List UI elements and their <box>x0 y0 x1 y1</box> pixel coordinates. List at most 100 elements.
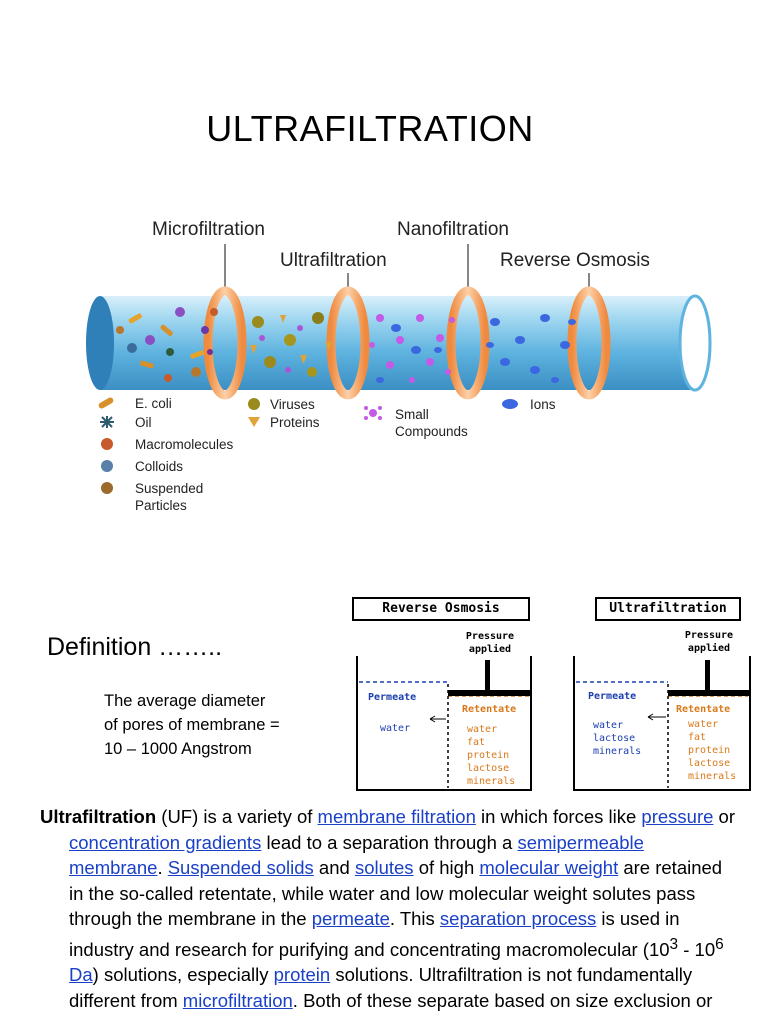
ions-section-3 <box>376 324 442 383</box>
uf-retentate-label: Retentate <box>676 704 731 715</box>
ultrafiltration-label: Ultrafiltration <box>280 250 387 271</box>
proteins-legend-icon <box>248 417 260 427</box>
legend-small-line1: Small <box>395 407 429 422</box>
macromolecules-legend-icon <box>101 438 113 450</box>
ultrafiltration-paragraph: Ultrafiltration (UF) is a variety of mem… <box>40 804 740 1013</box>
uf-retentate-item: fat <box>688 732 707 743</box>
ro-retentate-items: water fat protein lactose minerals <box>467 723 515 788</box>
text-run: . This <box>389 908 440 929</box>
ro-permeate-item: water <box>380 723 411 734</box>
uf-permeate-items: water lactose minerals <box>593 719 641 758</box>
text-run: . <box>157 857 168 878</box>
particles-section-1 <box>116 307 218 382</box>
suspended-particles-legend-icon <box>101 482 113 494</box>
pipe-left-end <box>86 296 114 390</box>
uf-pressure-line2: applied <box>687 643 731 654</box>
link-semipermeable-membrane[interactable]: semipermeable membrane <box>69 831 644 879</box>
link-microfiltration[interactable]: microfiltration <box>182 989 293 1011</box>
ecoli-legend-icon <box>98 397 114 409</box>
ro-retentate-item: minerals <box>467 776 516 787</box>
legend-oil: Oil <box>135 415 152 430</box>
legend-suspended-line1: Suspended <box>135 481 204 496</box>
legend-icons <box>98 397 518 494</box>
pipe-right-end <box>678 294 712 392</box>
ro-pressure-label: Pressure applied <box>462 630 518 656</box>
link-molecular-weight[interactable]: molecular weight <box>479 857 619 878</box>
link-membrane-filtration[interactable]: membrane filtration <box>317 806 476 827</box>
link-suspended-solids[interactable]: Suspended solids <box>167 857 314 878</box>
uf-retentate-item: lactose <box>688 758 731 769</box>
oil-legend-icon <box>100 416 114 428</box>
membrane-ring-3 <box>446 286 490 400</box>
membrane-ring-1 <box>203 286 247 400</box>
definition-line-3: 10 – 1000 Angstrom <box>104 740 252 758</box>
legend-macromolecules: Macromolecules <box>135 437 234 452</box>
uf-permeate-item: lactose <box>593 733 636 744</box>
text-run: are retained in the so-called retentate,… <box>69 857 723 929</box>
text-run: - 10 <box>678 938 716 960</box>
text-run: . Both of these separate based on size e… <box>292 989 713 1011</box>
uf-pressure-label: Pressure applied <box>678 629 740 655</box>
microfiltration-label: Microfiltration <box>152 219 265 240</box>
uf-permeate-label: Permeate <box>588 691 637 702</box>
ions-legend-icon <box>502 399 518 409</box>
text-run: or <box>713 806 735 827</box>
term-ultrafiltration: Ultrafiltration <box>40 806 157 827</box>
legend-small-line2: Compounds <box>395 424 468 439</box>
ro-title-box: Reverse Osmosis <box>352 597 530 621</box>
ro-retentate-item: water <box>467 724 498 735</box>
uf-pressure-line1: Pressure <box>684 630 734 641</box>
uf-retentate-item: protein <box>688 745 731 756</box>
ro-pressure-line1: Pressure <box>465 631 515 642</box>
ions-section-4 <box>486 314 576 383</box>
definition-text: The average diameter of pores of membran… <box>104 689 334 761</box>
definition-heading: Definition …….. <box>47 633 223 661</box>
legend-viruses: Viruses <box>270 397 315 412</box>
uf-title-box: Ultrafiltration <box>595 597 741 621</box>
ro-retentate-item: fat <box>467 737 486 748</box>
definition-line-2: of pores of membrane = <box>104 716 280 734</box>
link-separation-process[interactable]: separation process <box>439 908 597 929</box>
small-compounds-legend-icon <box>364 406 382 420</box>
link-concentration-gradients[interactable]: concentration gradients <box>69 831 262 853</box>
link-da[interactable]: Da <box>69 964 93 986</box>
ro-permeate-label: Permeate <box>368 692 417 703</box>
uf-retentate-items: water fat protein lactose minerals <box>688 718 736 783</box>
text-run: lead to a separation through a <box>261 831 518 853</box>
definition-line-1: The average diameter <box>104 692 266 710</box>
membrane-ring-4 <box>567 286 611 400</box>
ro-retentate-item: protein <box>467 750 510 761</box>
ro-permeate-items: water <box>380 722 410 735</box>
legend-suspended-line2: Particles <box>135 498 187 513</box>
text-run: in which forces like <box>475 806 642 827</box>
link-protein[interactable]: protein <box>273 964 331 986</box>
particles-section-3 <box>369 314 455 383</box>
paragraph-text: Ultrafiltration (UF) is a variety of mem… <box>40 804 740 1013</box>
uf-retentate-item: minerals <box>688 771 737 782</box>
link-permeate[interactable]: permeate <box>311 908 390 929</box>
ro-retentate-item: lactose <box>467 763 510 774</box>
reverse-osmosis-label: Reverse Osmosis <box>500 250 650 271</box>
legend-ions: Ions <box>530 397 556 412</box>
link-pressure[interactable]: pressure <box>641 806 714 827</box>
legend-ecoli: E. coli <box>135 396 172 411</box>
nanofiltration-label: Nanofiltration <box>397 219 509 240</box>
text-run: and <box>313 857 355 878</box>
particles-section-2 <box>250 312 332 377</box>
link-solutes[interactable]: solutes <box>354 857 414 878</box>
text-run: ) solutions, especially <box>92 964 274 986</box>
legend-proteins: Proteins <box>270 415 320 430</box>
superscript: 3 <box>669 935 679 953</box>
text-run: solutions. Ultrafiltration is not fundam… <box>69 964 693 1011</box>
text-run: is used in industry and research for pur… <box>69 908 680 960</box>
uf-retentate-item: water <box>688 719 719 730</box>
uf-permeate-item: water <box>593 720 624 731</box>
uf-permeate-item: minerals <box>593 746 642 757</box>
legend-colloids: Colloids <box>135 459 184 474</box>
text-run: (UF) is a variety of <box>156 806 318 827</box>
ro-retentate-label: Retentate <box>462 704 517 715</box>
slide-title: ULTRAFILTRATION <box>206 108 534 149</box>
ro-pressure-line2: applied <box>468 644 512 655</box>
filtration-spectrum-diagram <box>86 244 712 494</box>
viruses-legend-icon <box>248 398 260 410</box>
